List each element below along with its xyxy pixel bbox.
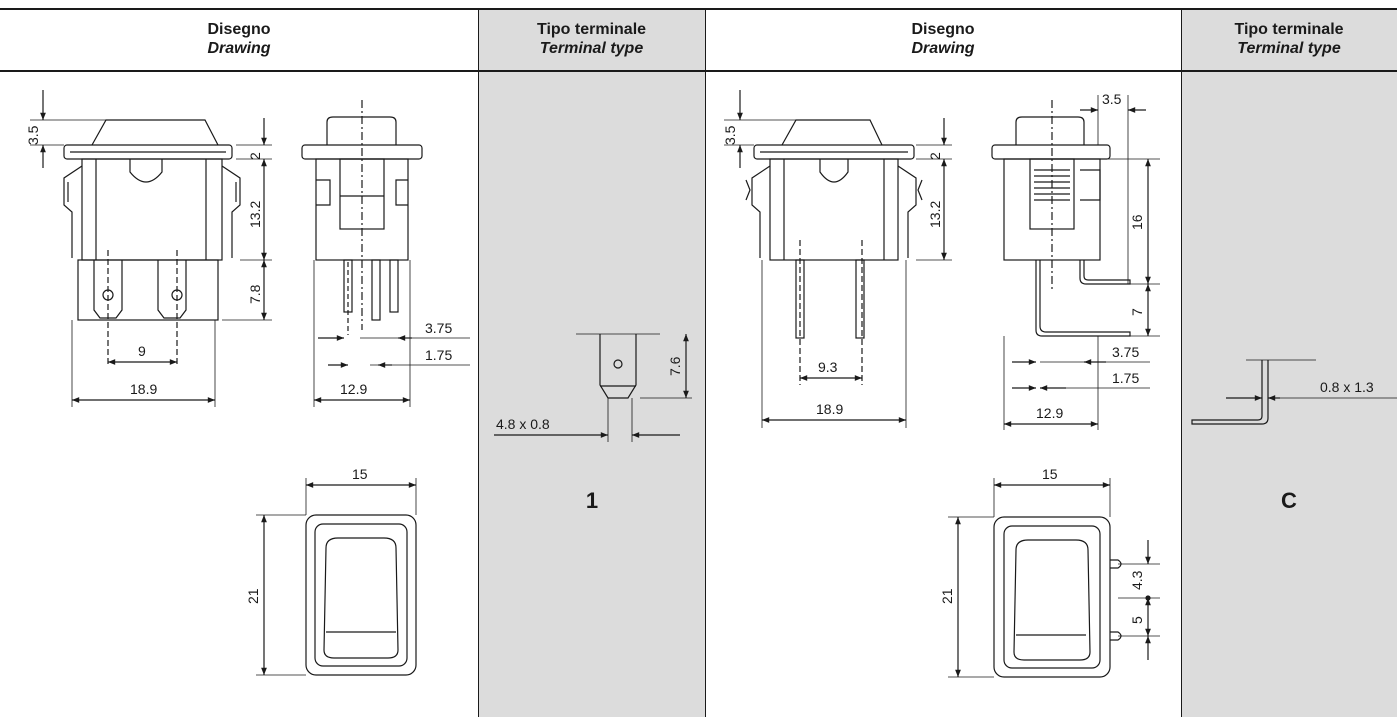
dim-label: 16 xyxy=(1129,214,1145,230)
dimension-labels-left: 3.5 2 13.2 7.8 9 18.9 3.75 1.75 12.9 15 … xyxy=(25,125,452,604)
dim-label: 3.75 xyxy=(425,320,452,336)
header-label-it: Tipo terminale xyxy=(1234,21,1344,38)
dim-label: 18.9 xyxy=(130,381,157,397)
switch-top-view-left xyxy=(305,514,417,676)
dim-label: 13.2 xyxy=(927,201,943,228)
header-label-it: Disegno xyxy=(911,21,975,38)
dimension-labels-terminal-c: 0.8 x 1.3 xyxy=(1320,379,1374,395)
dim-label: 4.8 x 0.8 xyxy=(496,416,550,432)
terminal-code-1: 1 xyxy=(585,488,599,513)
dim-label: 15 xyxy=(352,466,368,482)
dim-label: 21 xyxy=(939,588,955,604)
dim-label: 1.75 xyxy=(425,347,452,363)
dim-label: 1.75 xyxy=(1112,370,1139,386)
header-label-en: Drawing xyxy=(207,40,271,57)
dim-label: 18.9 xyxy=(816,401,843,417)
dim-label: 13.2 xyxy=(247,201,263,228)
header-drawing-1: Disegno Drawing xyxy=(0,8,478,72)
dim-label: 12.9 xyxy=(1036,405,1063,421)
column-divider xyxy=(1181,8,1182,717)
dim-label: 15 xyxy=(1042,466,1058,482)
terminal-type-1-drawing xyxy=(494,333,692,442)
dim-label: 3.5 xyxy=(722,125,738,145)
terminal-type-c-drawing xyxy=(1191,359,1397,425)
dimension-labels-terminal-1: 7.6 4.8 x 0.8 xyxy=(496,356,683,432)
dimension-lines-left xyxy=(30,90,470,676)
dim-label: 3.75 xyxy=(1112,344,1139,360)
header-terminal-1: Tipo terminale Terminal type xyxy=(478,8,705,72)
switch-side-view-right xyxy=(991,100,1131,337)
dim-label: 3.5 xyxy=(25,125,41,145)
column-divider xyxy=(478,8,479,717)
switch-top-view-right xyxy=(993,516,1122,678)
dim-label: 7.8 xyxy=(247,284,263,304)
switch-front-view-left xyxy=(63,119,241,365)
dimension-lines-right xyxy=(724,90,1160,678)
dim-label: 12.9 xyxy=(340,381,367,397)
switch-front-view-right xyxy=(745,119,923,385)
terminal-code-c: C xyxy=(1281,488,1297,513)
dim-label: 7.6 xyxy=(667,356,683,376)
column-divider xyxy=(705,8,706,717)
header-label-it: Disegno xyxy=(207,21,271,38)
header-label-it: Tipo terminale xyxy=(536,21,647,38)
header-label-en: Terminal type xyxy=(1237,40,1341,57)
dim-label: 21 xyxy=(245,588,261,604)
dim-label: 5 xyxy=(1129,616,1145,624)
header-label-en: Terminal type xyxy=(539,40,644,57)
header-terminal-2: Tipo terminale Terminal type xyxy=(1181,8,1397,72)
dim-label: 7 xyxy=(1129,308,1145,316)
technical-drawings: 3.5 2 13.2 7.8 9 18.9 3.75 1.75 12.9 15 … xyxy=(25,90,1397,678)
header-label-en: Drawing xyxy=(911,40,975,57)
dim-label: 9.3 xyxy=(818,359,838,375)
header-drawing-2: Disegno Drawing xyxy=(705,8,1181,72)
terminal-column-bg-2 xyxy=(1181,8,1397,717)
dim-label: 4.3 xyxy=(1129,570,1145,590)
dim-label: 2 xyxy=(927,152,943,160)
dim-label: 9 xyxy=(138,343,146,359)
terminal-column-bg-1 xyxy=(478,8,705,717)
dim-label: 0.8 x 1.3 xyxy=(1320,379,1374,395)
dimension-labels-right: 3.5 2 13.2 9.3 18.9 3.5 16 7 3.75 1.75 1… xyxy=(722,91,1145,624)
dim-label: 3.5 xyxy=(1102,91,1122,107)
switch-side-view-left xyxy=(301,100,423,335)
dim-label: 2 xyxy=(247,152,263,160)
